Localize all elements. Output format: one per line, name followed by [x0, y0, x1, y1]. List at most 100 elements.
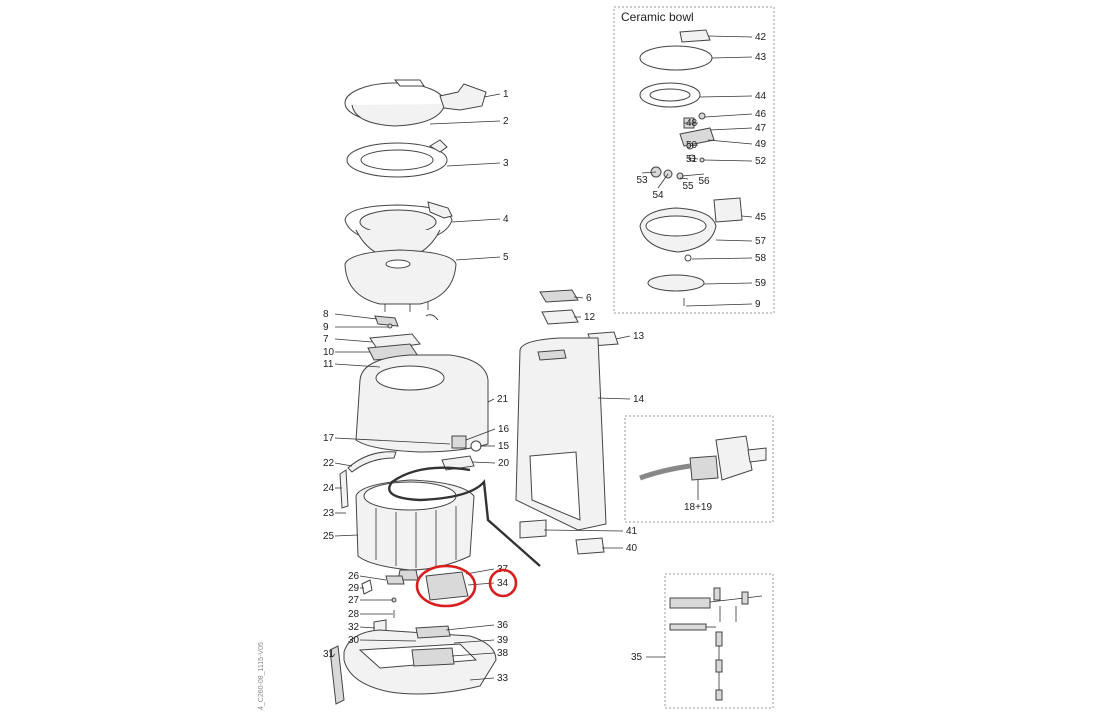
ceramic-callout-label-46: 46 — [755, 109, 767, 120]
part-waste-tank — [355, 479, 475, 581]
ceramic-callout-label-53: 53 — [636, 175, 648, 186]
callout-label-6: 6 — [586, 293, 592, 304]
ceramic-callout-leader-47 — [709, 127, 753, 131]
callout-label-14: 14 — [633, 394, 645, 405]
callout-label-13: 13 — [633, 331, 645, 342]
ceramic-callout-label-59: 59 — [755, 278, 767, 289]
ceramic-bowl-inset-frame — [613, 6, 775, 314]
callout-label-22: 22 — [323, 458, 335, 469]
callout-leader-6 — [573, 296, 584, 299]
callout-label-40: 40 — [626, 543, 638, 554]
ceramic-bowl-title: Ceramic bowl — [621, 10, 694, 24]
callout-label-34: 34 — [497, 578, 509, 589]
wiring-label: 35 — [631, 652, 643, 663]
ceramic-callout-label-43: 43 — [755, 52, 767, 63]
ceramic-callout-label-45: 45 — [755, 212, 767, 223]
callout-label-12: 12 — [584, 312, 596, 323]
callout-label-3: 3 — [503, 158, 509, 169]
highlight-ring-label — [488, 568, 518, 598]
callout-label-23: 23 — [323, 508, 335, 519]
callout-leader-36 — [445, 624, 495, 631]
callout-label-2: 2 — [503, 116, 509, 127]
ceramic-callout-label-57: 57 — [755, 236, 767, 247]
ceramic-callout-leader-46 — [704, 113, 753, 118]
ceramic-callout-leader-9 — [685, 303, 753, 307]
callout-leader-37 — [465, 568, 495, 575]
callout-label-10: 10 — [323, 347, 335, 358]
part-handle — [329, 645, 345, 705]
callout-label-28: 28 — [348, 609, 360, 620]
ceramic-callout-leader-55 — [679, 177, 689, 180]
callout-label-25: 25 — [323, 531, 335, 542]
callout-label-4: 4 — [503, 214, 509, 225]
callout-label-15: 15 — [498, 441, 510, 452]
part-bracket — [339, 469, 349, 509]
callout-label-1: 1 — [503, 89, 509, 100]
part-valve — [441, 435, 482, 471]
callout-label-29: 29 — [348, 583, 360, 594]
callout-label-41: 41 — [626, 526, 638, 537]
callout-leader-39 — [453, 639, 495, 644]
part-tank-cover — [355, 354, 489, 453]
ceramic-callout-label-48: 48 — [686, 118, 698, 129]
callout-label-38: 38 — [497, 648, 509, 659]
ceramic-callout-label-51: 51 — [686, 154, 698, 165]
part-41 — [519, 519, 547, 539]
part-34 — [425, 571, 469, 601]
callout-leader-13 — [615, 335, 631, 340]
callout-leader-17 — [334, 437, 451, 445]
ceramic-callout-leader-52 — [703, 159, 753, 162]
callout-label-30: 30 — [348, 635, 360, 646]
callout-leader-41 — [543, 529, 624, 532]
callout-label-5: 5 — [503, 252, 509, 263]
callout-leader-5 — [455, 256, 501, 261]
ceramic-callout-leader-44 — [699, 95, 753, 98]
callout-label-39: 39 — [497, 635, 509, 646]
wiring-inset-parts — [669, 587, 763, 701]
part-lower-hardware — [361, 575, 405, 635]
callout-leader-4 — [451, 218, 501, 223]
callout-label-8: 8 — [323, 309, 329, 320]
callout-leader-30 — [359, 639, 417, 642]
callout-leader-38 — [451, 652, 495, 657]
callout-leader-20 — [471, 461, 496, 464]
ceramic-callout-leader-59 — [703, 282, 753, 285]
part-side-panel — [515, 337, 607, 531]
ceramic-callout-label-56: 56 — [698, 176, 710, 187]
callout-leader-31 — [331, 653, 336, 658]
side-code: 4_C260-08_1115-V05 — [258, 642, 265, 710]
part-upper-housing — [344, 249, 457, 312]
wiring-inset-frame — [664, 573, 774, 709]
callout-leader-8 — [334, 313, 378, 320]
leader-lines — [331, 35, 753, 681]
hose-inset-parts — [639, 435, 767, 481]
ceramic-callout-leader-57 — [715, 239, 753, 242]
callout-leader-21 — [487, 398, 495, 403]
callout-leader-1 — [483, 93, 501, 98]
callout-label-32: 32 — [348, 622, 360, 633]
ceramic-callout-label-9: 9 — [755, 299, 761, 310]
callout-label-31: 31 — [323, 649, 335, 660]
callout-leader-7 — [334, 338, 373, 343]
callout-label-20: 20 — [498, 458, 510, 469]
ceramic-callout-label-49: 49 — [755, 139, 767, 150]
callout-label-27: 27 — [348, 595, 360, 606]
ceramic-callout-leader-53 — [641, 171, 657, 174]
part-cassette — [343, 625, 497, 695]
callout-leader-16 — [465, 428, 496, 441]
callout-label-16: 16 — [498, 424, 510, 435]
part-12 — [541, 309, 579, 325]
part-40 — [575, 537, 605, 555]
ceramic-inset-parts — [639, 29, 743, 306]
ceramic-callout-leader-50 — [687, 144, 699, 147]
ceramic-callout-label-42: 42 — [755, 32, 767, 43]
callout-labels: 1234589710112117161520222423252629272832… — [323, 32, 767, 684]
ceramic-callout-leader-51 — [689, 157, 699, 160]
callout-label-33: 33 — [497, 673, 509, 684]
ceramic-callout-leader-56 — [681, 173, 705, 177]
part-flush-pipe — [388, 466, 541, 567]
part-seat — [346, 139, 448, 178]
ceramic-callout-label-50: 50 — [686, 140, 698, 151]
callout-leader-11 — [334, 363, 381, 368]
